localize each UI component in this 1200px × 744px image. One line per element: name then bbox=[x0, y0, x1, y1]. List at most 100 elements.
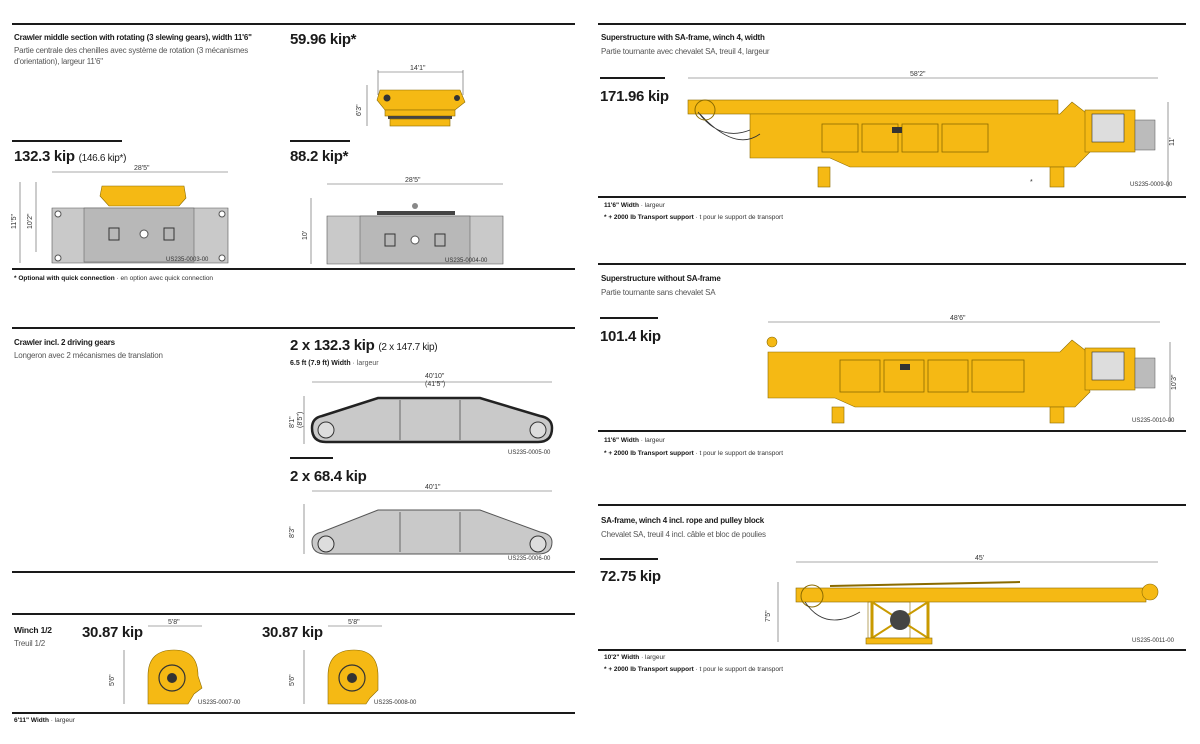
width-dim: 5'8" bbox=[348, 619, 360, 626]
width-fr: · largeur bbox=[350, 360, 379, 367]
weight-alt: (146.6 kip*) bbox=[78, 153, 127, 164]
width-label: 11'6" Width · largeur bbox=[604, 437, 665, 444]
height-dim: (8'5") bbox=[297, 412, 304, 428]
drawing-code: US235-0009-00 bbox=[1130, 182, 1173, 188]
weight-label: 2 x 68.4 kip bbox=[290, 468, 367, 485]
section-title-fr: Chevalet SA, treuil 4 incl. câble et blo… bbox=[601, 530, 766, 539]
weight-alt: (2 x 147.7 kip) bbox=[378, 342, 438, 353]
length-dim: 58'2" bbox=[910, 71, 926, 78]
crawler-bare-drawing: 40'1" 8'3" US235-0006-00 bbox=[289, 484, 553, 562]
section-title: Winch 1/2 bbox=[14, 625, 52, 635]
length-dim: 45' bbox=[975, 555, 984, 562]
weight-rule bbox=[600, 77, 665, 79]
height-dim: 11' bbox=[1169, 137, 1176, 146]
weight-label: 30.87 kip bbox=[262, 624, 323, 641]
section-rule bbox=[598, 196, 1186, 198]
section-rule bbox=[12, 613, 575, 615]
length-dim: 48'6" bbox=[950, 315, 966, 322]
drawing-code: US235-0005-00 bbox=[508, 450, 551, 456]
section-rule bbox=[12, 23, 575, 25]
weight-label: 59.96 kip* bbox=[290, 31, 357, 48]
weight-label: 72.75 kip bbox=[600, 568, 661, 585]
crawler-middle-full-drawing: 28'5" 11'5" 10'2" US235-0003-00 bbox=[11, 165, 229, 264]
height-dim: 8'1" bbox=[289, 416, 296, 428]
footnote-fr: · en option avec quick connection bbox=[114, 275, 214, 282]
section-title-fr: Partie tournante sans chevalet SA bbox=[601, 288, 716, 297]
width-bold: 11'6" Width bbox=[604, 202, 639, 209]
section-rule bbox=[12, 327, 575, 329]
footnote-bold: * + 2000 lb Transport support bbox=[604, 214, 694, 221]
weight-rule bbox=[600, 317, 658, 319]
width-fr: · largeur bbox=[638, 202, 665, 209]
height-dim: 10'3" bbox=[1171, 374, 1178, 390]
footnote-fr: · t pour le support de transport bbox=[693, 666, 784, 673]
width-dim: 28'5" bbox=[405, 177, 421, 184]
width-bold: 6'11" Width bbox=[14, 717, 49, 724]
section-rule bbox=[598, 504, 1186, 506]
width-bold: 6.5 ft (7.9 ft) Width bbox=[290, 360, 351, 367]
section-rule bbox=[598, 263, 1186, 265]
width-dim: 28'5" bbox=[134, 165, 150, 172]
section-title: SA-frame, winch 4 incl. rope and pulley … bbox=[601, 516, 765, 525]
width-fr: · largeur bbox=[639, 654, 666, 661]
weight-label: 30.87 kip bbox=[82, 624, 143, 641]
footnote: * + 2000 lb Transport support · t pour l… bbox=[604, 214, 783, 221]
section-title-fr: Treuil 1/2 bbox=[14, 639, 46, 648]
width-label: 6'11" Width · largeur bbox=[14, 717, 75, 724]
footnote-fr: · t pour le support de transport bbox=[693, 450, 784, 457]
section-title-fr: Longeron avec 2 mécanismes de translatio… bbox=[14, 351, 163, 360]
winch-1-drawing: 5'8" 5'6" US235-0007-00 bbox=[109, 619, 241, 706]
width-fr: · largeur bbox=[48, 717, 75, 724]
section-title: Superstructure without SA-frame bbox=[601, 274, 721, 283]
width-label: 6.5 ft (7.9 ft) Width · largeur bbox=[290, 360, 379, 367]
superstructure-with-sa-frame-drawing: 58'2" 11' * US235-0009-00 bbox=[687, 71, 1176, 188]
height-dim: 6'3" bbox=[356, 104, 363, 116]
height-dim: 8'3" bbox=[289, 526, 296, 538]
weight-label: 171.96 kip bbox=[600, 88, 669, 105]
superstructure-without-sa-frame-drawing: 48'6" 10'3" US235-0010-00 bbox=[766, 315, 1178, 424]
weight-value: 132.3 kip bbox=[14, 148, 75, 165]
drawing-code: US235-0008-00 bbox=[374, 700, 417, 706]
section-rule bbox=[598, 649, 1186, 651]
weight-label: 2 x 132.3 kip (2 x 147.7 kip) bbox=[290, 337, 438, 354]
height-dim: 7'5" bbox=[765, 610, 772, 622]
section-title: Crawler incl. 2 driving gears bbox=[14, 338, 115, 347]
slewing-ring-drawing: 14'1" 6'3" bbox=[356, 65, 466, 127]
footnote-bold: * + 2000 lb Transport support bbox=[604, 450, 694, 457]
section-title: Superstructure with SA-frame, winch 4, w… bbox=[601, 33, 765, 42]
drawing-code: US235-0011-00 bbox=[1132, 638, 1175, 644]
winch-2-drawing: 5'8" 5'6" US235-0008-00 bbox=[289, 619, 417, 706]
width-label: 11'6" Width · largeur bbox=[604, 202, 665, 209]
footnote: * Optional with quick connection · en op… bbox=[14, 275, 213, 282]
width-bold: 11'6" Width bbox=[604, 437, 639, 444]
width-dim: 5'8" bbox=[168, 619, 180, 626]
width-bold: 10'2" Width bbox=[604, 654, 640, 661]
length-dim: 40'10" bbox=[425, 373, 445, 380]
weight-rule bbox=[290, 140, 350, 142]
height-dim: 5'6" bbox=[109, 674, 116, 686]
crawler-middle-base-drawing: 28'5" 10' US235-0004-00 bbox=[302, 177, 504, 265]
height-dim: 10'2" bbox=[27, 213, 34, 229]
sa-frame-drawing: 45' 7'5" US235-0011-00 bbox=[765, 555, 1175, 645]
section-rule bbox=[12, 571, 575, 573]
height-dim: 11'5" bbox=[11, 214, 18, 229]
drawing-code: US235-0007-00 bbox=[198, 700, 241, 706]
footnote-bold: * + 2000 lb Transport support bbox=[604, 666, 694, 673]
drawing-code: US235-0003-00 bbox=[166, 257, 209, 263]
section-title: Crawler middle section with rotating (3 … bbox=[14, 33, 252, 42]
drawing-code: US235-0004-00 bbox=[445, 258, 488, 264]
footnote: * + 2000 lb Transport support · t pour l… bbox=[604, 666, 783, 673]
section-title-fr: Partie tournante avec chevalet SA, treui… bbox=[601, 47, 770, 56]
length-dim: (41'5") bbox=[425, 381, 445, 388]
weight-label: 101.4 kip bbox=[600, 328, 661, 345]
section-rule bbox=[12, 268, 575, 270]
length-dim: 40'1" bbox=[425, 484, 441, 491]
drawing-code: US235-0006-00 bbox=[508, 556, 551, 562]
section-rule bbox=[12, 712, 575, 714]
weight-label: 132.3 kip (146.6 kip*) bbox=[14, 148, 126, 165]
weight-label: 88.2 kip* bbox=[290, 148, 349, 165]
drawing-code: US235-0010-00 bbox=[1132, 418, 1175, 424]
crawler-full-drawing: 40'10" (41'5") 8'1" (8'5") US235-0005-00 bbox=[289, 373, 554, 456]
height-dim: 10' bbox=[302, 231, 309, 240]
weight-value: 2 x 132.3 kip bbox=[290, 337, 375, 354]
